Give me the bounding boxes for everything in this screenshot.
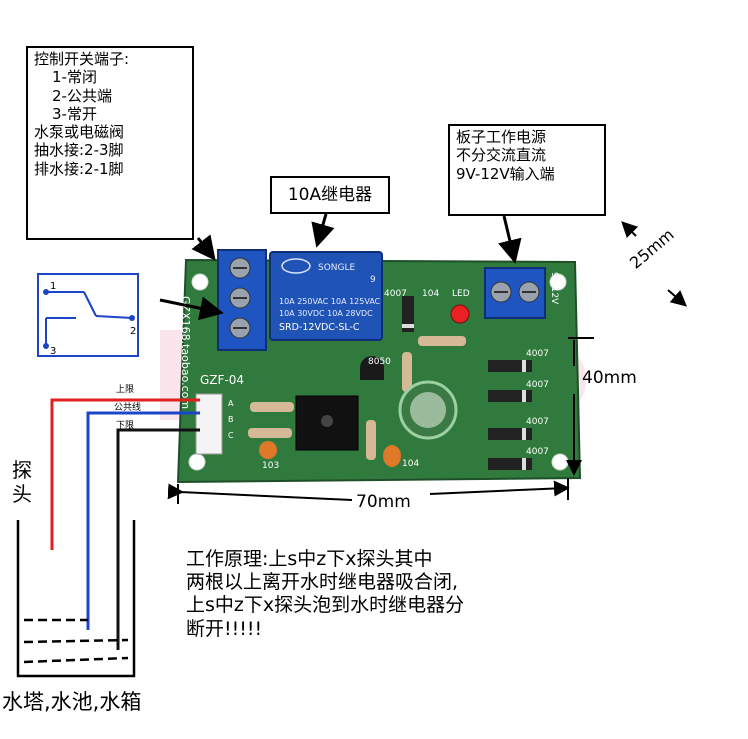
diode-2-label: 4007 bbox=[526, 380, 549, 390]
probe-label-1: 探 bbox=[12, 458, 32, 482]
screw-terminal-3pin bbox=[217, 249, 267, 351]
board-url: GZX168.taobao.com bbox=[179, 296, 192, 409]
control-terminal-box: 控制开关端子: 1-常闭 2-公共端 3-常开 水泵或电磁阀 抽水接:2-3脚 … bbox=[26, 46, 194, 240]
principle-text: 工作原理:上s中z下x探头其中 两根以上离开水时继电器吸合闭, 上s中z下x探头… bbox=[186, 548, 464, 641]
relay: SONGLE 9 10A 250VAC 10A 125VAC 10A 30VDC… bbox=[269, 251, 383, 341]
relay-spec-1: 10A 250VAC 10A 125VAC bbox=[279, 297, 381, 306]
transistor-label: 8050 bbox=[368, 357, 391, 367]
diode-3-label: 4007 bbox=[526, 417, 549, 427]
relay-pin: 9 bbox=[370, 275, 376, 285]
control-line-7: 排水接:2-1脚 bbox=[34, 159, 124, 178]
diode-1-label: 4007 bbox=[526, 349, 549, 359]
power-line-3: 9V-12V输入端 bbox=[456, 164, 555, 183]
control-line-5: 水泵或电磁阀 bbox=[34, 123, 125, 142]
relay-label: 10A继电器 bbox=[287, 185, 373, 205]
power-box: 板子工作电源 不分交流直流 9V-12V输入端 bbox=[448, 124, 606, 216]
resistor-code: 103 bbox=[262, 461, 279, 471]
transistor bbox=[360, 356, 384, 380]
principle-line-3: 上s中z下x探头泡到水时继电器分 bbox=[186, 594, 465, 617]
power-line-2: 不分交流直流 bbox=[456, 146, 547, 165]
principle-line-1: 工作原理:上s中z下x探头其中 bbox=[186, 548, 433, 570]
switch-diagram bbox=[37, 273, 139, 357]
board-model: GZF-04 bbox=[200, 373, 244, 387]
wire-upper-label: 上限 bbox=[116, 384, 134, 395]
arrow-control bbox=[191, 234, 216, 261]
arrow-switch bbox=[159, 296, 224, 321]
relay-label-box: 10A继电器 bbox=[270, 176, 390, 214]
resistors bbox=[248, 336, 466, 460]
water-tank bbox=[16, 520, 136, 678]
dim-height: 40mm bbox=[582, 368, 637, 388]
wire-upper bbox=[50, 398, 200, 550]
control-line-6: 抽水接:2-3脚 bbox=[34, 141, 124, 160]
diode-label: 4007 bbox=[384, 289, 407, 299]
relay-spec-2: 10A 30VDC 10A 28VDC bbox=[279, 309, 373, 318]
diode-4-label: 4007 bbox=[526, 447, 549, 457]
control-line-2: 1-常闭 bbox=[52, 68, 97, 87]
dim-width: 70mm bbox=[356, 492, 411, 512]
arrow-power bbox=[498, 215, 522, 264]
principle-line-2: 两根以上离开水时继电器吸合闭, bbox=[186, 571, 459, 594]
switch-pin-1: 1 bbox=[50, 281, 56, 292]
control-line-1: 控制开关端子: bbox=[34, 50, 130, 68]
relay-model: SRD-12VDC-SL-C bbox=[279, 322, 360, 333]
cap-code: 104 bbox=[422, 289, 439, 299]
power-label: 9V-12V bbox=[549, 272, 559, 305]
switch-pin-3: 3 bbox=[50, 346, 56, 357]
wire-common-label: 公共线 bbox=[114, 401, 141, 413]
connector-a: A bbox=[228, 399, 234, 408]
switch-pin-2: 2 bbox=[130, 326, 136, 337]
principle-line-4: 断开!!!!! bbox=[186, 617, 263, 640]
probe-connector bbox=[195, 393, 223, 455]
power-line-1: 板子工作电源 bbox=[456, 128, 547, 146]
mount-hole-icon bbox=[549, 273, 567, 291]
control-line-4: 3-常开 bbox=[52, 104, 97, 123]
led-label: LED bbox=[452, 289, 470, 299]
cap-code-2: 104 bbox=[402, 459, 419, 469]
arrow-relay bbox=[311, 213, 335, 248]
connector-c: C bbox=[228, 431, 234, 440]
relay-brand: SONGLE bbox=[318, 263, 356, 273]
connector-b: B bbox=[228, 415, 234, 424]
control-line-3: 2-公共端 bbox=[52, 86, 112, 105]
tank-label: 水塔,水池,水箱 bbox=[2, 690, 142, 714]
probe-label: 探 头 bbox=[12, 458, 32, 507]
wire-common bbox=[86, 411, 200, 630]
diode-row bbox=[488, 360, 532, 470]
screw-terminal-2pin bbox=[484, 267, 546, 319]
led-icon bbox=[450, 304, 470, 324]
probe-label-2: 头 bbox=[12, 482, 32, 507]
wire-lower-label: 下限 bbox=[116, 420, 134, 431]
mount-hole-icon bbox=[191, 273, 209, 291]
wire-lower bbox=[116, 428, 200, 650]
